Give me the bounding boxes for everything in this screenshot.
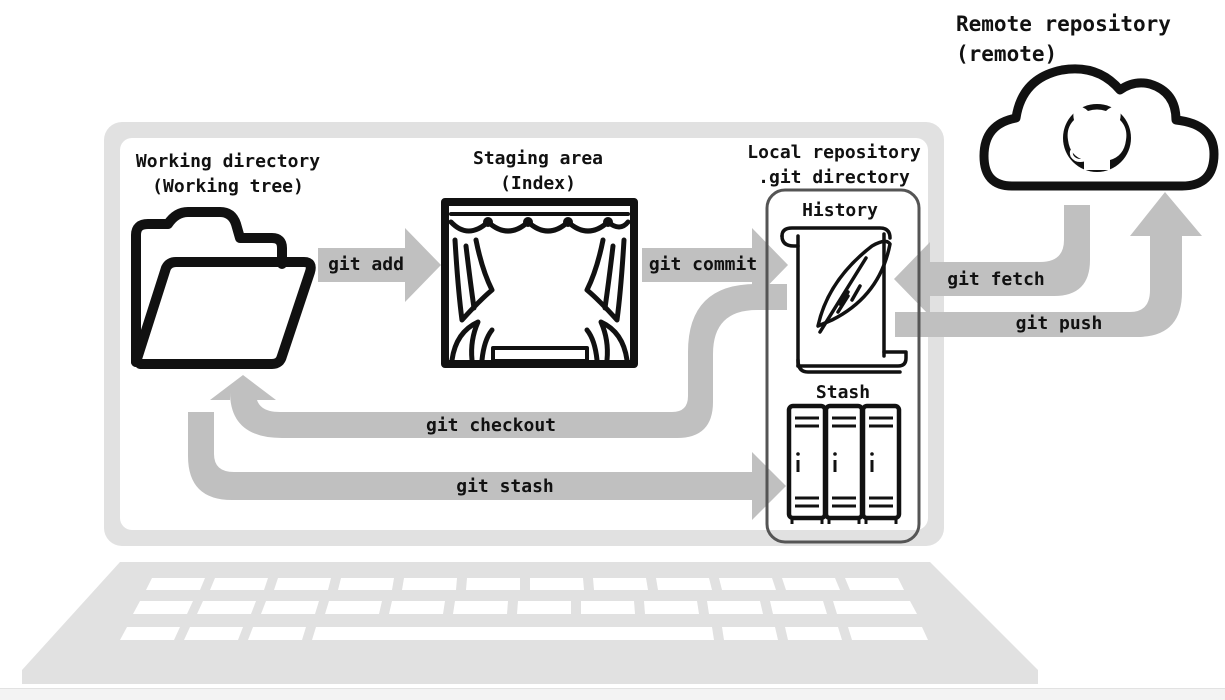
scroll-quill-icon xyxy=(780,226,908,374)
lockers-icon xyxy=(786,403,902,524)
local-title-line1: Local repository xyxy=(747,142,921,163)
local-repository-panel xyxy=(765,188,921,544)
arrow-git-add xyxy=(318,228,441,302)
arrow-git-fetch xyxy=(894,205,1090,316)
working-title-line2: (Working tree) xyxy=(152,176,304,197)
bottom-edge-strip xyxy=(0,688,1225,700)
arrow-git-stash xyxy=(188,412,786,520)
arrow-git-checkout xyxy=(210,284,787,438)
remote-title-line2: (remote) xyxy=(956,42,1058,66)
working-title-line1: Working directory xyxy=(135,151,321,172)
git-fetch-label: git fetch xyxy=(947,269,1045,290)
git-commit-label: git commit xyxy=(648,254,758,275)
workflow-arrows xyxy=(188,192,1202,520)
github-octocat-icon xyxy=(1063,104,1131,172)
stage-curtain-icon xyxy=(441,198,638,368)
staging-title-line1: Staging area xyxy=(472,148,604,169)
laptop xyxy=(22,122,1038,684)
remote-title-line1: Remote repository xyxy=(956,12,1171,36)
open-folder-icon xyxy=(131,207,316,369)
arrow-git-push xyxy=(895,192,1202,337)
history-label: History xyxy=(802,200,878,221)
laptop-keys xyxy=(120,578,928,640)
arrow-git-commit xyxy=(642,228,788,302)
stash-label: Stash xyxy=(815,382,871,403)
staging-title-line2: (Index) xyxy=(500,173,576,194)
laptop-keyboard-base xyxy=(22,562,1038,684)
git-push-label: git push xyxy=(1015,313,1103,334)
git-checkout-label: git checkout xyxy=(425,415,557,436)
git-stash-label: git stash xyxy=(456,476,554,497)
git-add-label: git add xyxy=(328,254,404,275)
local-title-line2: .git directory xyxy=(758,167,910,188)
